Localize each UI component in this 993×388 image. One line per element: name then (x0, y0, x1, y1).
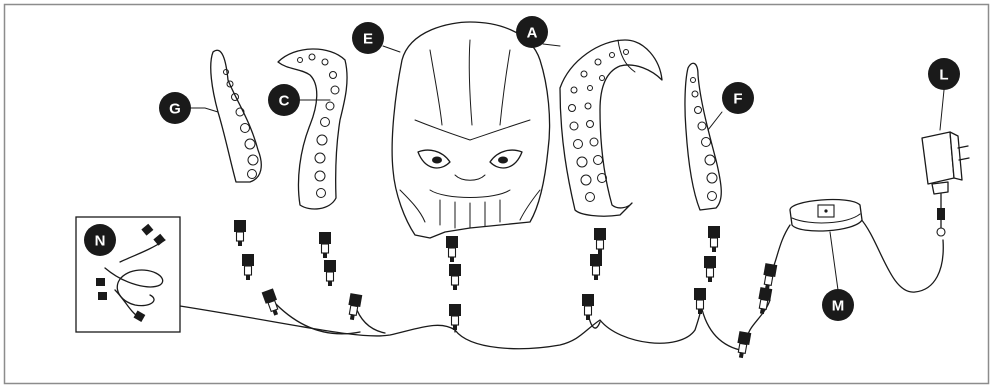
callout-m: M (822, 289, 854, 321)
callout-n-label: N (95, 233, 106, 250)
wire-switch-in (773, 225, 790, 268)
connector-m-socket (735, 331, 751, 359)
callout-a-label: A (527, 25, 538, 42)
connector-g-upper (234, 220, 246, 246)
callout-g-label: G (169, 101, 181, 118)
wire-m-to-l (860, 218, 943, 292)
connector-e-socket (449, 304, 461, 330)
mask-e (392, 22, 549, 238)
connector-f-socket (694, 288, 706, 314)
callout-m-label: M (832, 298, 845, 315)
connector-g-socket (262, 288, 282, 317)
callout-e: E (352, 22, 384, 54)
connector-f-lower (704, 256, 716, 282)
connector-f-upper (708, 226, 720, 252)
callout-l: L (928, 58, 960, 90)
connector-m-upper (761, 263, 777, 291)
callout-g: G (159, 92, 191, 124)
callout-c: C (268, 84, 300, 116)
tentacle-a (560, 40, 662, 216)
tentacle-f (685, 63, 721, 210)
connector-c-lower (324, 260, 336, 286)
callout-c-label: C (279, 93, 290, 110)
branch-wire-m-out (700, 300, 740, 350)
connector-a-lower (590, 254, 602, 280)
connector-c-upper (319, 232, 331, 258)
callout-f-label: F (733, 91, 742, 108)
callout-l-label: L (939, 67, 948, 84)
main-wire (180, 290, 702, 349)
tentacle-c (278, 49, 347, 209)
callout-n: N (84, 224, 116, 256)
connector-e-upper (446, 236, 458, 262)
tentacle-g (211, 50, 262, 182)
callout-e-label: E (363, 31, 373, 48)
connectors (234, 220, 777, 359)
power-adapter-l (922, 132, 969, 236)
switch-box-m (790, 200, 862, 231)
connector-a-upper (594, 228, 606, 254)
branch-wire-c (355, 305, 385, 333)
callout-f: F (722, 82, 754, 114)
callout-a: A (516, 16, 548, 48)
connector-a-socket (582, 294, 594, 320)
connector-g-lower (242, 254, 254, 280)
connector-e-lower (449, 264, 461, 290)
